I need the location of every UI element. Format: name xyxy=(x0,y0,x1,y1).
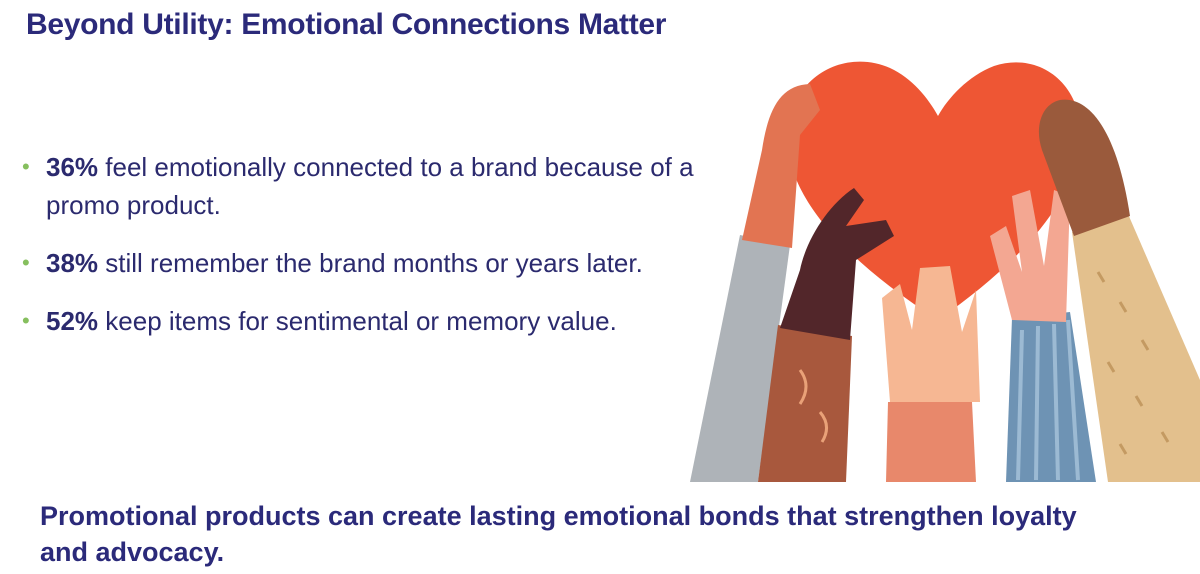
bullet-item: • 38% still remember the brand months or… xyxy=(20,244,710,282)
hand xyxy=(882,266,980,402)
arm-sleeve xyxy=(886,402,976,482)
bullet-stat: 38% xyxy=(46,248,99,278)
bullet-stat: 52% xyxy=(46,306,99,336)
bullet-list: • 36% feel emotionally connected to a br… xyxy=(20,148,710,360)
bullet-item: • 36% feel emotionally connected to a br… xyxy=(20,148,710,224)
slide-title: Beyond Utility: Emotional Connections Ma… xyxy=(26,8,667,41)
bullet-text: keep items for sentimental or memory val… xyxy=(98,306,617,336)
bullet-dot-icon: • xyxy=(22,154,30,179)
hand xyxy=(780,188,894,340)
bullet-text: feel emotionally connected to a brand be… xyxy=(46,152,694,220)
bullet-item: • 52% keep items for sentimental or memo… xyxy=(20,302,710,340)
arm-sleeve xyxy=(690,235,790,482)
footer-statement: Promotional products can create lasting … xyxy=(40,501,1077,567)
arm-sleeve xyxy=(1072,214,1200,482)
hand xyxy=(990,190,1070,322)
bullet-text: still remember the brand months or years… xyxy=(98,248,643,278)
hand xyxy=(1038,99,1130,236)
bullet-dot-icon: • xyxy=(22,250,30,275)
hands-holding-heart-icon xyxy=(690,61,1200,482)
bullet-stat: 36% xyxy=(46,152,99,182)
bullet-dot-icon: • xyxy=(22,308,30,333)
hand xyxy=(742,84,820,248)
arm-sleeve xyxy=(758,325,852,482)
